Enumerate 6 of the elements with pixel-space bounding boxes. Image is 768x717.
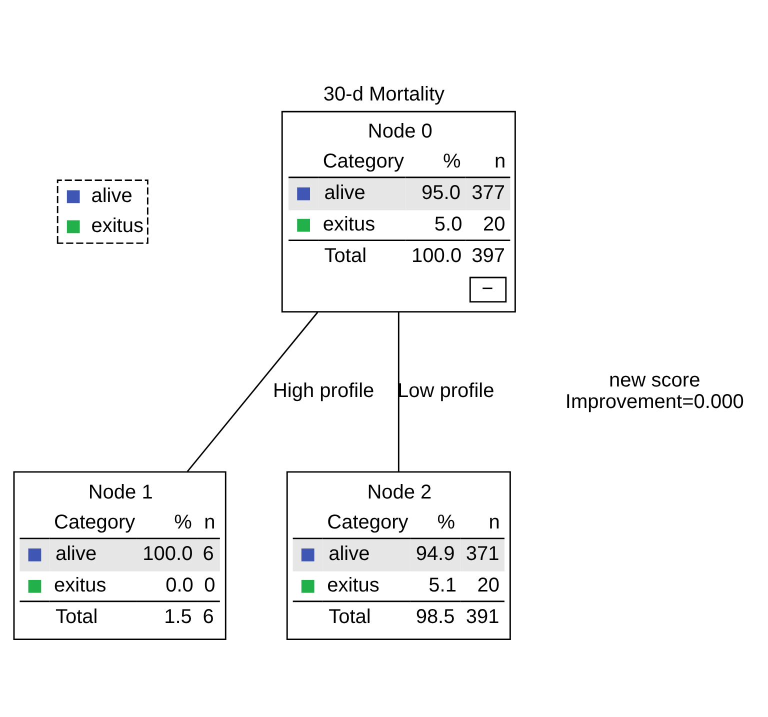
legend-label: alive	[91, 184, 132, 206]
legend-label: exitus	[91, 214, 144, 237]
edge-label: High profile	[272, 380, 374, 402]
diagram-title: 30-d Mortality	[323, 82, 445, 105]
label: Improvement=0.000	[565, 390, 744, 412]
label: new score	[609, 368, 700, 391]
